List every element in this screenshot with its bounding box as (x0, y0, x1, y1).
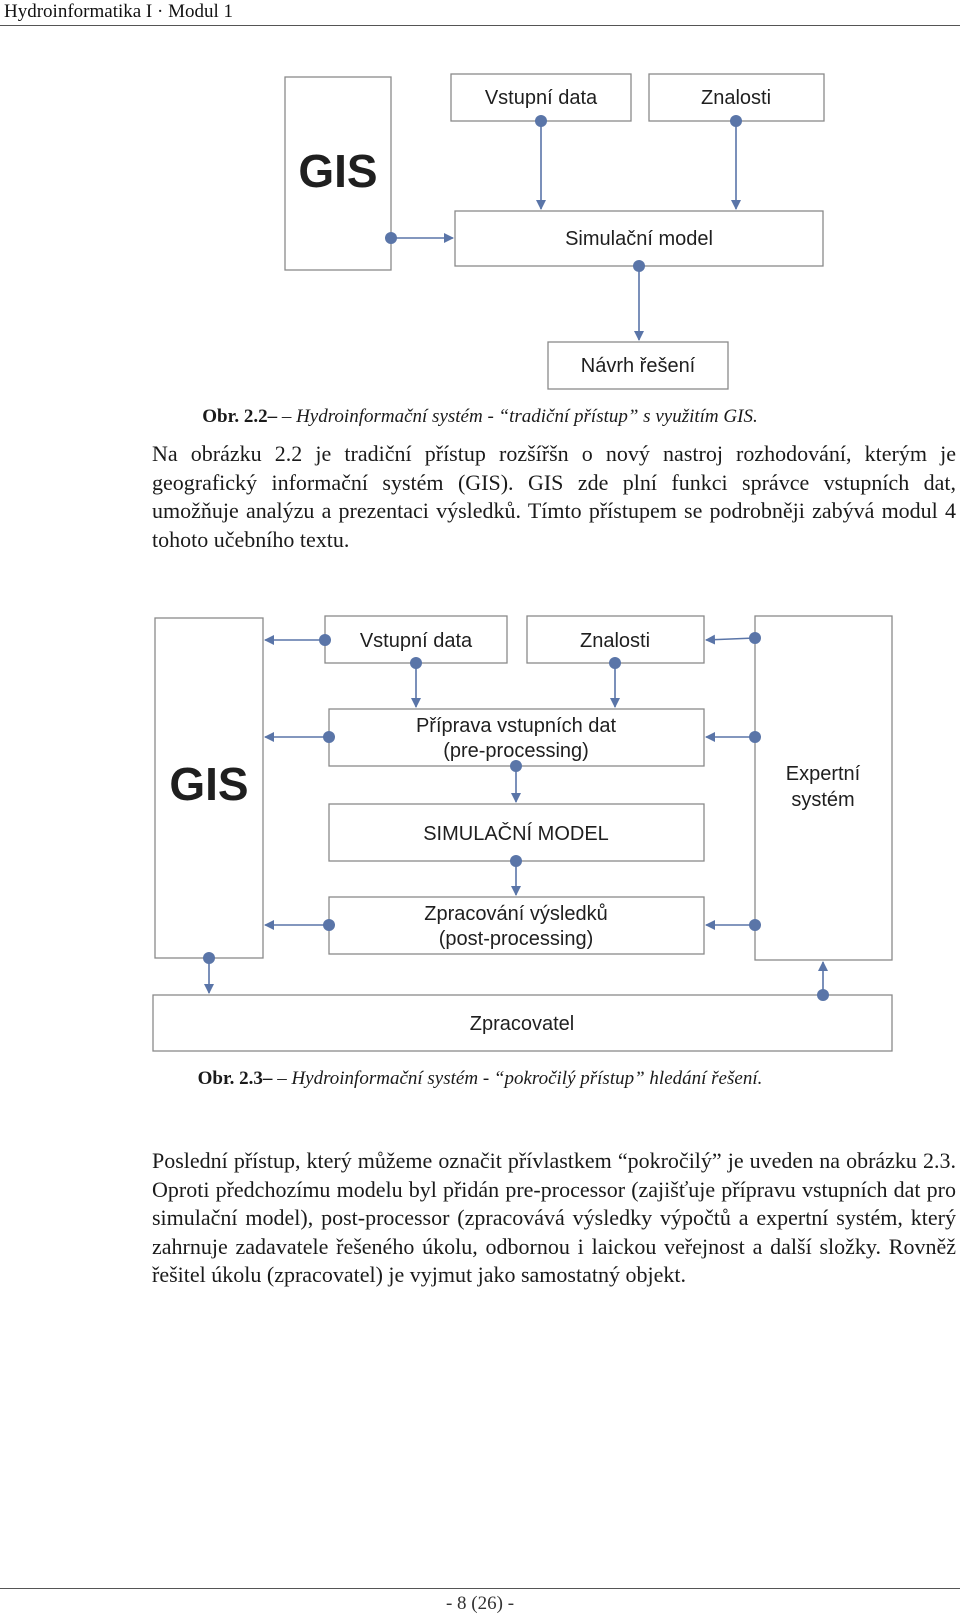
figure-2-caption-number: Obr. 2.3– (197, 1068, 278, 1089)
fig2-connectors (203, 632, 829, 1001)
fig2-priprava-box: Příprava vstupních dat (pre-processing) (328, 708, 705, 767)
figure-1-caption: Obr. 2.2– – Hydroinformační systém - “tr… (0, 406, 960, 428)
fig2-vstupni-box: Vstupní data (324, 615, 508, 664)
fig2-expertni-label-1: Expertní (786, 763, 861, 785)
fig2-expertni-label-2: systém (791, 789, 854, 811)
fig1-simulacni-box: Simulační model (454, 210, 824, 267)
page-number: - 8 (26) - (445, 1593, 515, 1614)
fig1-vstupni-box: Vstupní data (450, 73, 632, 122)
fig2-simulacni-label: SIMULAČNÍ MODEL (423, 822, 609, 845)
fig1-znalosti-label: Znalosti (701, 87, 771, 109)
figure-2-caption-text: – Hydroinformační systém - “pokročilý př… (277, 1068, 763, 1089)
paragraph-1: Na obrázku 2.2 je tradiční přístup rozší… (152, 441, 956, 552)
figure-1-caption-number: Obr. 2.2– (202, 406, 282, 427)
fig2-expertni-box: Expertní systém (754, 615, 893, 961)
fig1-connectors (385, 115, 742, 341)
fig2-znalosti-label: Znalosti (580, 630, 650, 652)
fig1-znalosti-box: Znalosti (648, 73, 825, 122)
fig1-simulacni-label: Simulační model (565, 228, 713, 250)
figure-2-diagram: GIS Vstupní data Znalosti Expertní systé… (152, 615, 893, 1052)
fig1-navrh-label: Návrh řešení (581, 355, 696, 377)
fig2-zpracovani-label-1: Zpracování výsledků (424, 903, 607, 925)
fig1-vstupni-label: Vstupní data (485, 87, 598, 109)
fig2-priprava-label-1: Příprava vstupních dat (416, 715, 617, 737)
figure-2-caption: Obr. 2.3– – Hydroinformační systém - “po… (0, 1068, 960, 1090)
fig1-navrh-box: Návrh řešení (547, 341, 729, 390)
fig1-gis-box: GIS (284, 76, 392, 271)
figure-1-diagram: GIS Vstupní data Znalosti Simulační mode… (284, 73, 825, 390)
footer-rule (0, 1588, 960, 1589)
fig2-vstupni-label: Vstupní data (360, 630, 473, 652)
fig2-znalosti-box: Znalosti (526, 615, 705, 664)
fig2-zpracovatel-box: Zpracovatel (152, 994, 893, 1052)
header-rule (0, 25, 960, 26)
fig1-gis-label: GIS (298, 145, 377, 197)
header-title: Hydroinformatika I · Modul 1 (4, 1, 234, 22)
figure-1-caption-text: – Hydroinformační systém - “tradiční pří… (281, 406, 758, 427)
paragraph-2: Poslední přístup, který můžeme označit p… (152, 1148, 956, 1287)
fig2-zpracovatel-label: Zpracovatel (470, 1013, 575, 1035)
fig2-gis-label: GIS (169, 758, 248, 810)
fig2-zpracovani-box: Zpracování výsledků (post-processing) (328, 896, 705, 955)
fig2-gis-box: GIS (154, 617, 264, 959)
fig2-simulacni-box: SIMULAČNÍ MODEL (328, 803, 705, 862)
fig2-priprava-label-2: (pre-processing) (443, 740, 589, 762)
fig2-zpracovani-label-2: (post-processing) (439, 928, 594, 950)
